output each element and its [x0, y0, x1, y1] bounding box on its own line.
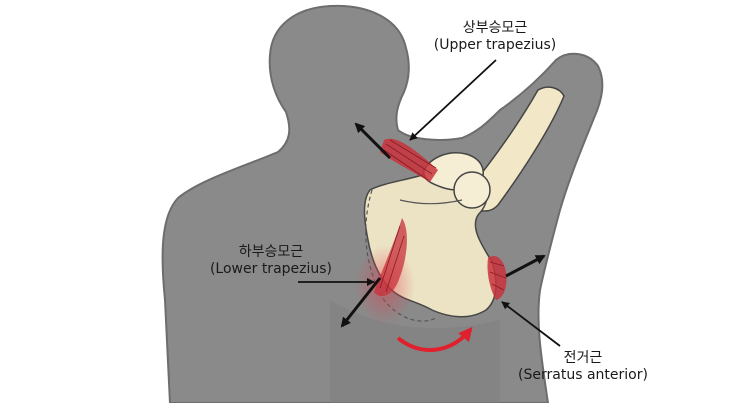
serratus-leader-line — [501, 301, 561, 347]
serratus-anterior-fibers — [489, 261, 507, 291]
label-upper-trapezius-en: (Upper trapezius) — [433, 37, 557, 53]
lower-trapezius-fibers — [379, 225, 405, 293]
upward-rotation-arrow — [396, 326, 473, 352]
lower-trap-force-arrow — [340, 277, 382, 328]
label-upper-trapezius-ko: 상부승모근 — [462, 20, 528, 36]
label-serratus-anterior-ko: 전거근 — [563, 350, 603, 366]
upper-trap-force-arrow — [354, 122, 392, 160]
label-upper-trapezius: 상부승모근 (Upper trapezius) — [420, 20, 570, 54]
humerus-bone — [467, 86, 565, 212]
label-lower-trapezius-ko: 하부승모근 — [238, 244, 304, 260]
label-lower-trapezius-en: (Lower trapezius) — [209, 261, 333, 277]
label-serratus-anterior-en: (Serratus anterior) — [518, 367, 648, 383]
humeral-head — [453, 171, 491, 209]
body-shading — [330, 300, 500, 403]
upper-trapezius-fibers — [383, 139, 437, 181]
scapular-spine — [399, 199, 463, 205]
label-lower-trapezius: 하부승모근 (Lower trapezius) — [196, 244, 346, 278]
lower-trapezius-muscle — [374, 218, 407, 297]
label-serratus-anterior: 전거근 (Serratus anterior) — [508, 350, 658, 384]
upper-trap-leader-line — [409, 59, 497, 141]
serratus-force-arrow — [505, 254, 546, 278]
